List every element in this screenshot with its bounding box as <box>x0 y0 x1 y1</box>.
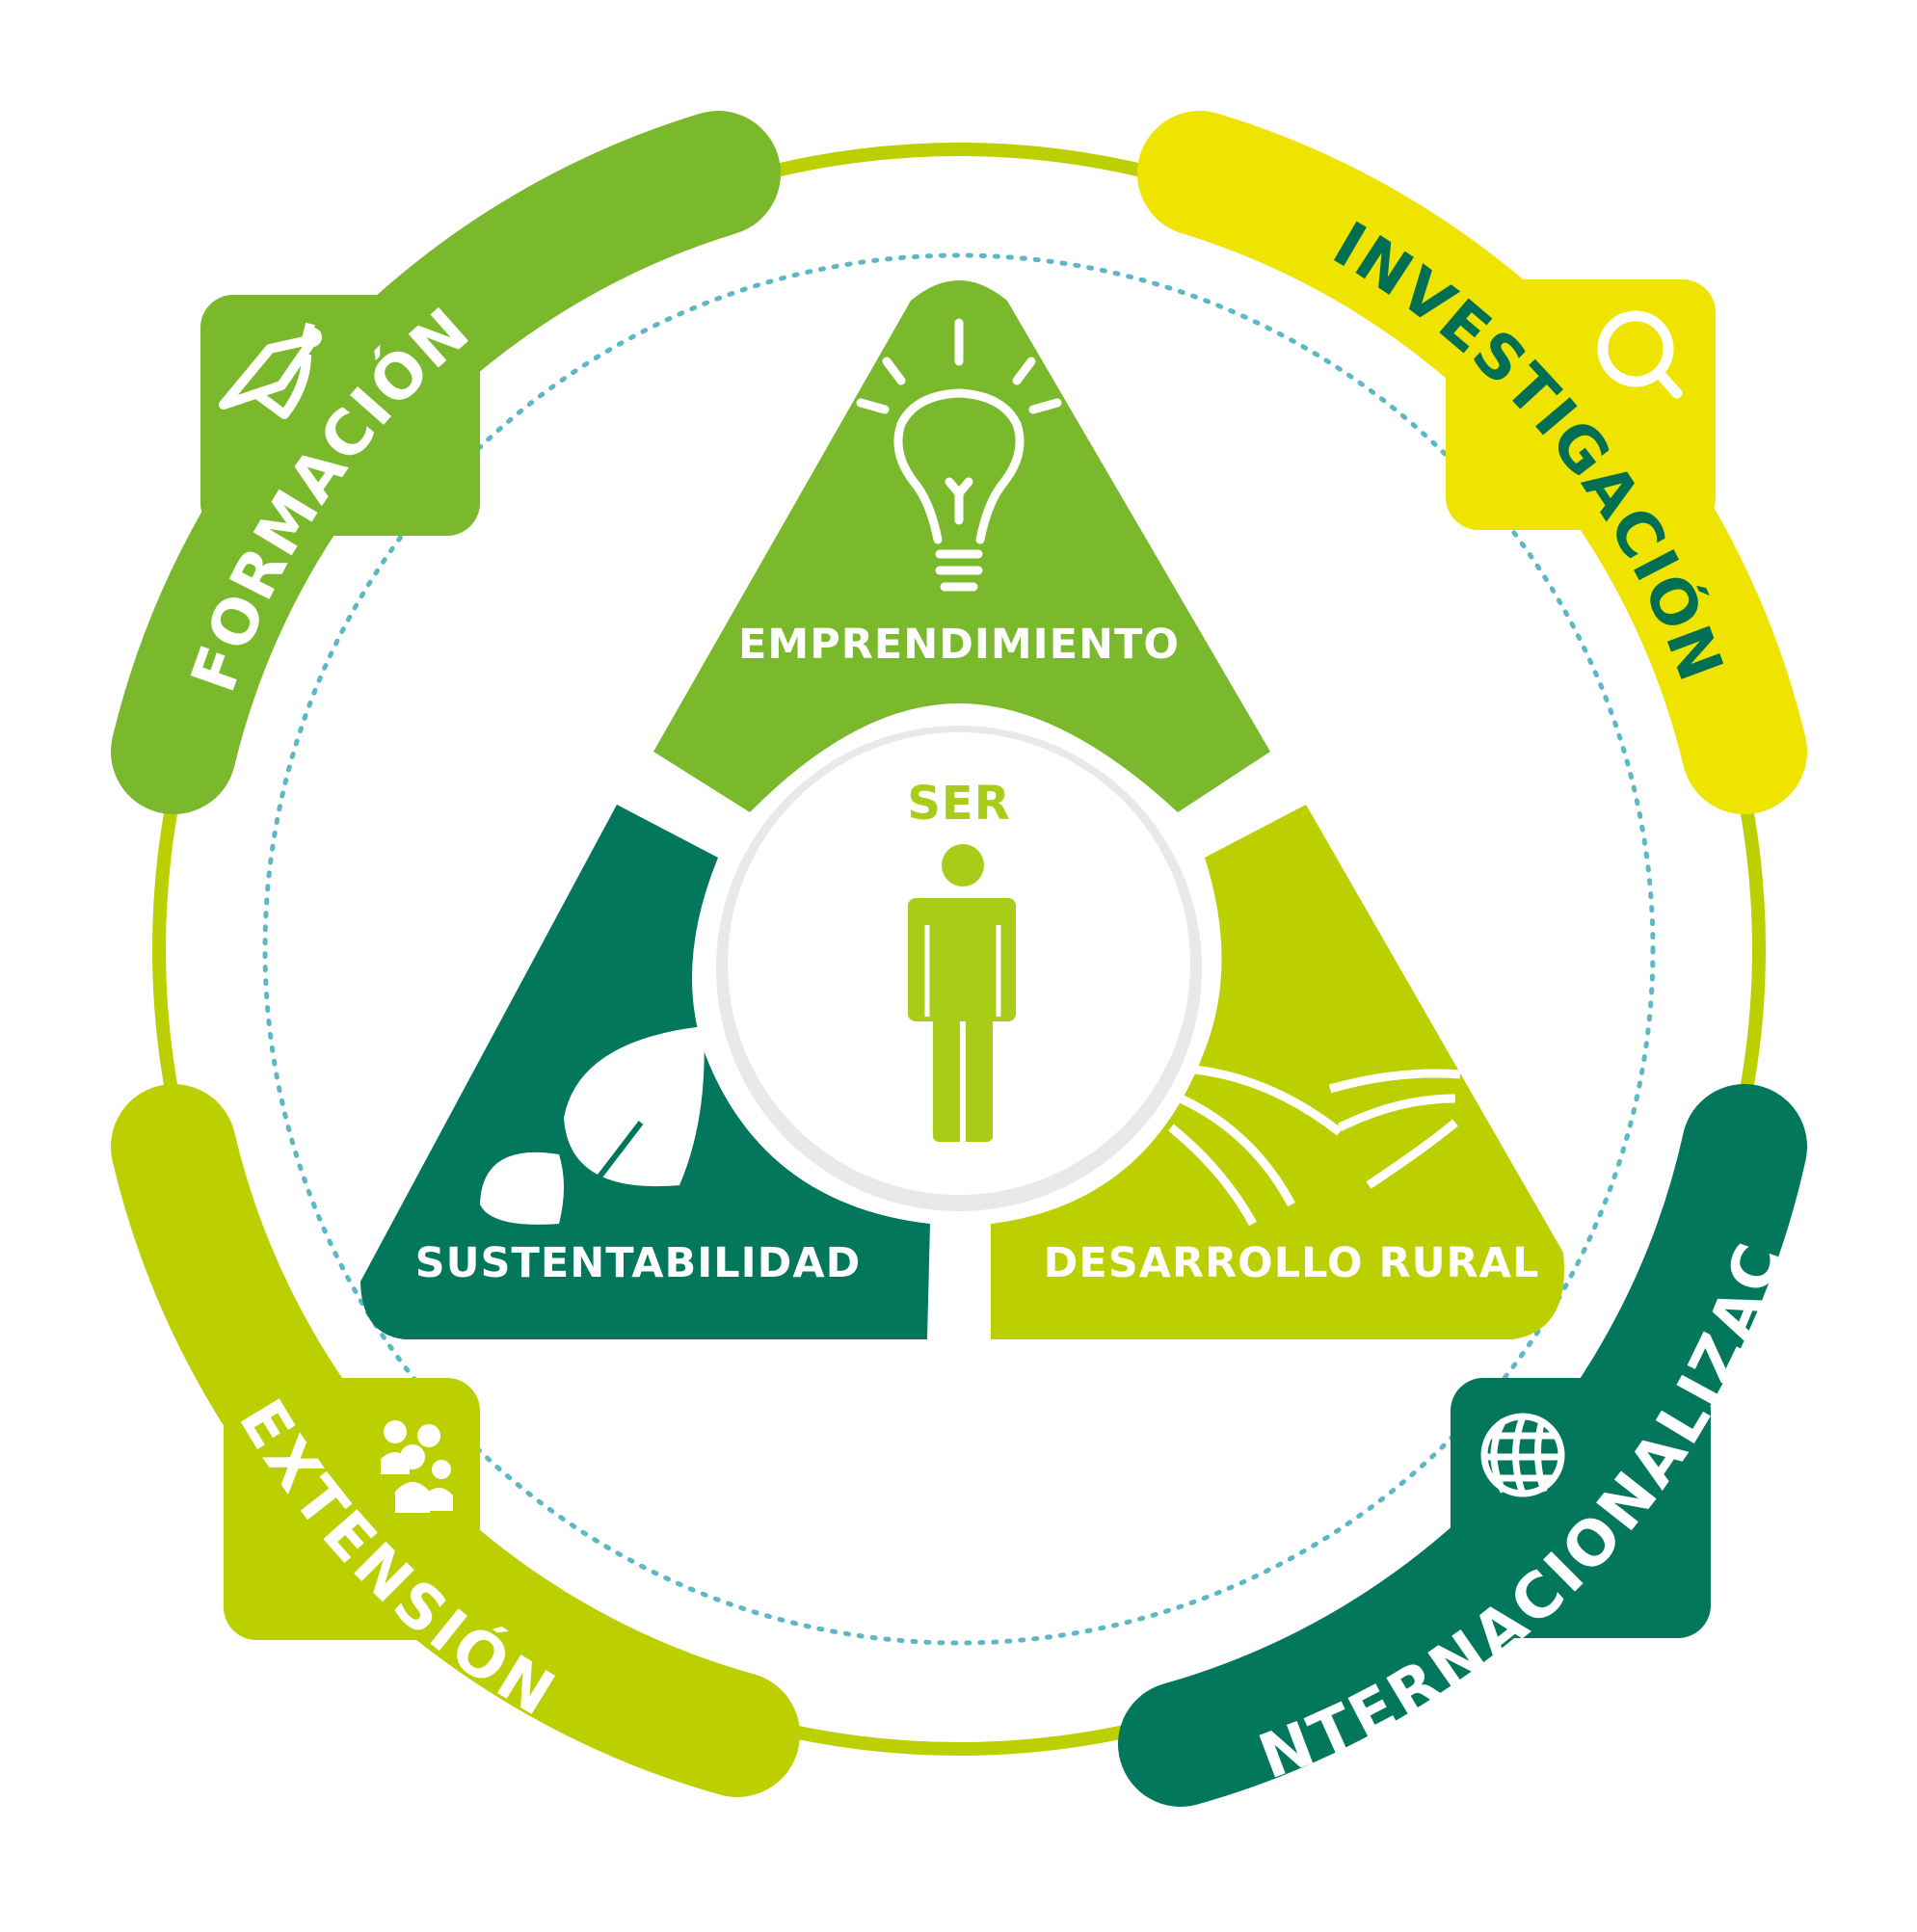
ser-label: SER <box>907 777 1010 831</box>
fields-icon <box>1168 1065 1461 1227</box>
emprendimiento-label: EMPRENDIMIENTO <box>738 621 1180 669</box>
triangle-desarrollo-rural <box>991 805 1564 1339</box>
triangle-emprendimiento <box>653 280 1270 812</box>
outer-ring <box>152 143 1766 1756</box>
magnifier-icon <box>1597 310 1683 399</box>
leaves-vein <box>575 1121 644 1206</box>
lightbulb-icon <box>856 318 1062 592</box>
extension-icon-box <box>224 1378 480 1640</box>
leaves-icon <box>480 1026 705 1225</box>
graduation-cap-icon <box>219 322 322 419</box>
investigacion-icon-box <box>1446 279 1716 530</box>
sustentabilidad-label: SUSTENTABILIDAD <box>415 1239 862 1287</box>
desarrollo-rural-label: DESARROLLO RURAL <box>1044 1239 1540 1287</box>
globe-icon <box>1480 1413 1565 1497</box>
dotted-ring <box>262 252 1656 1646</box>
people-group-icon <box>381 1420 453 1513</box>
